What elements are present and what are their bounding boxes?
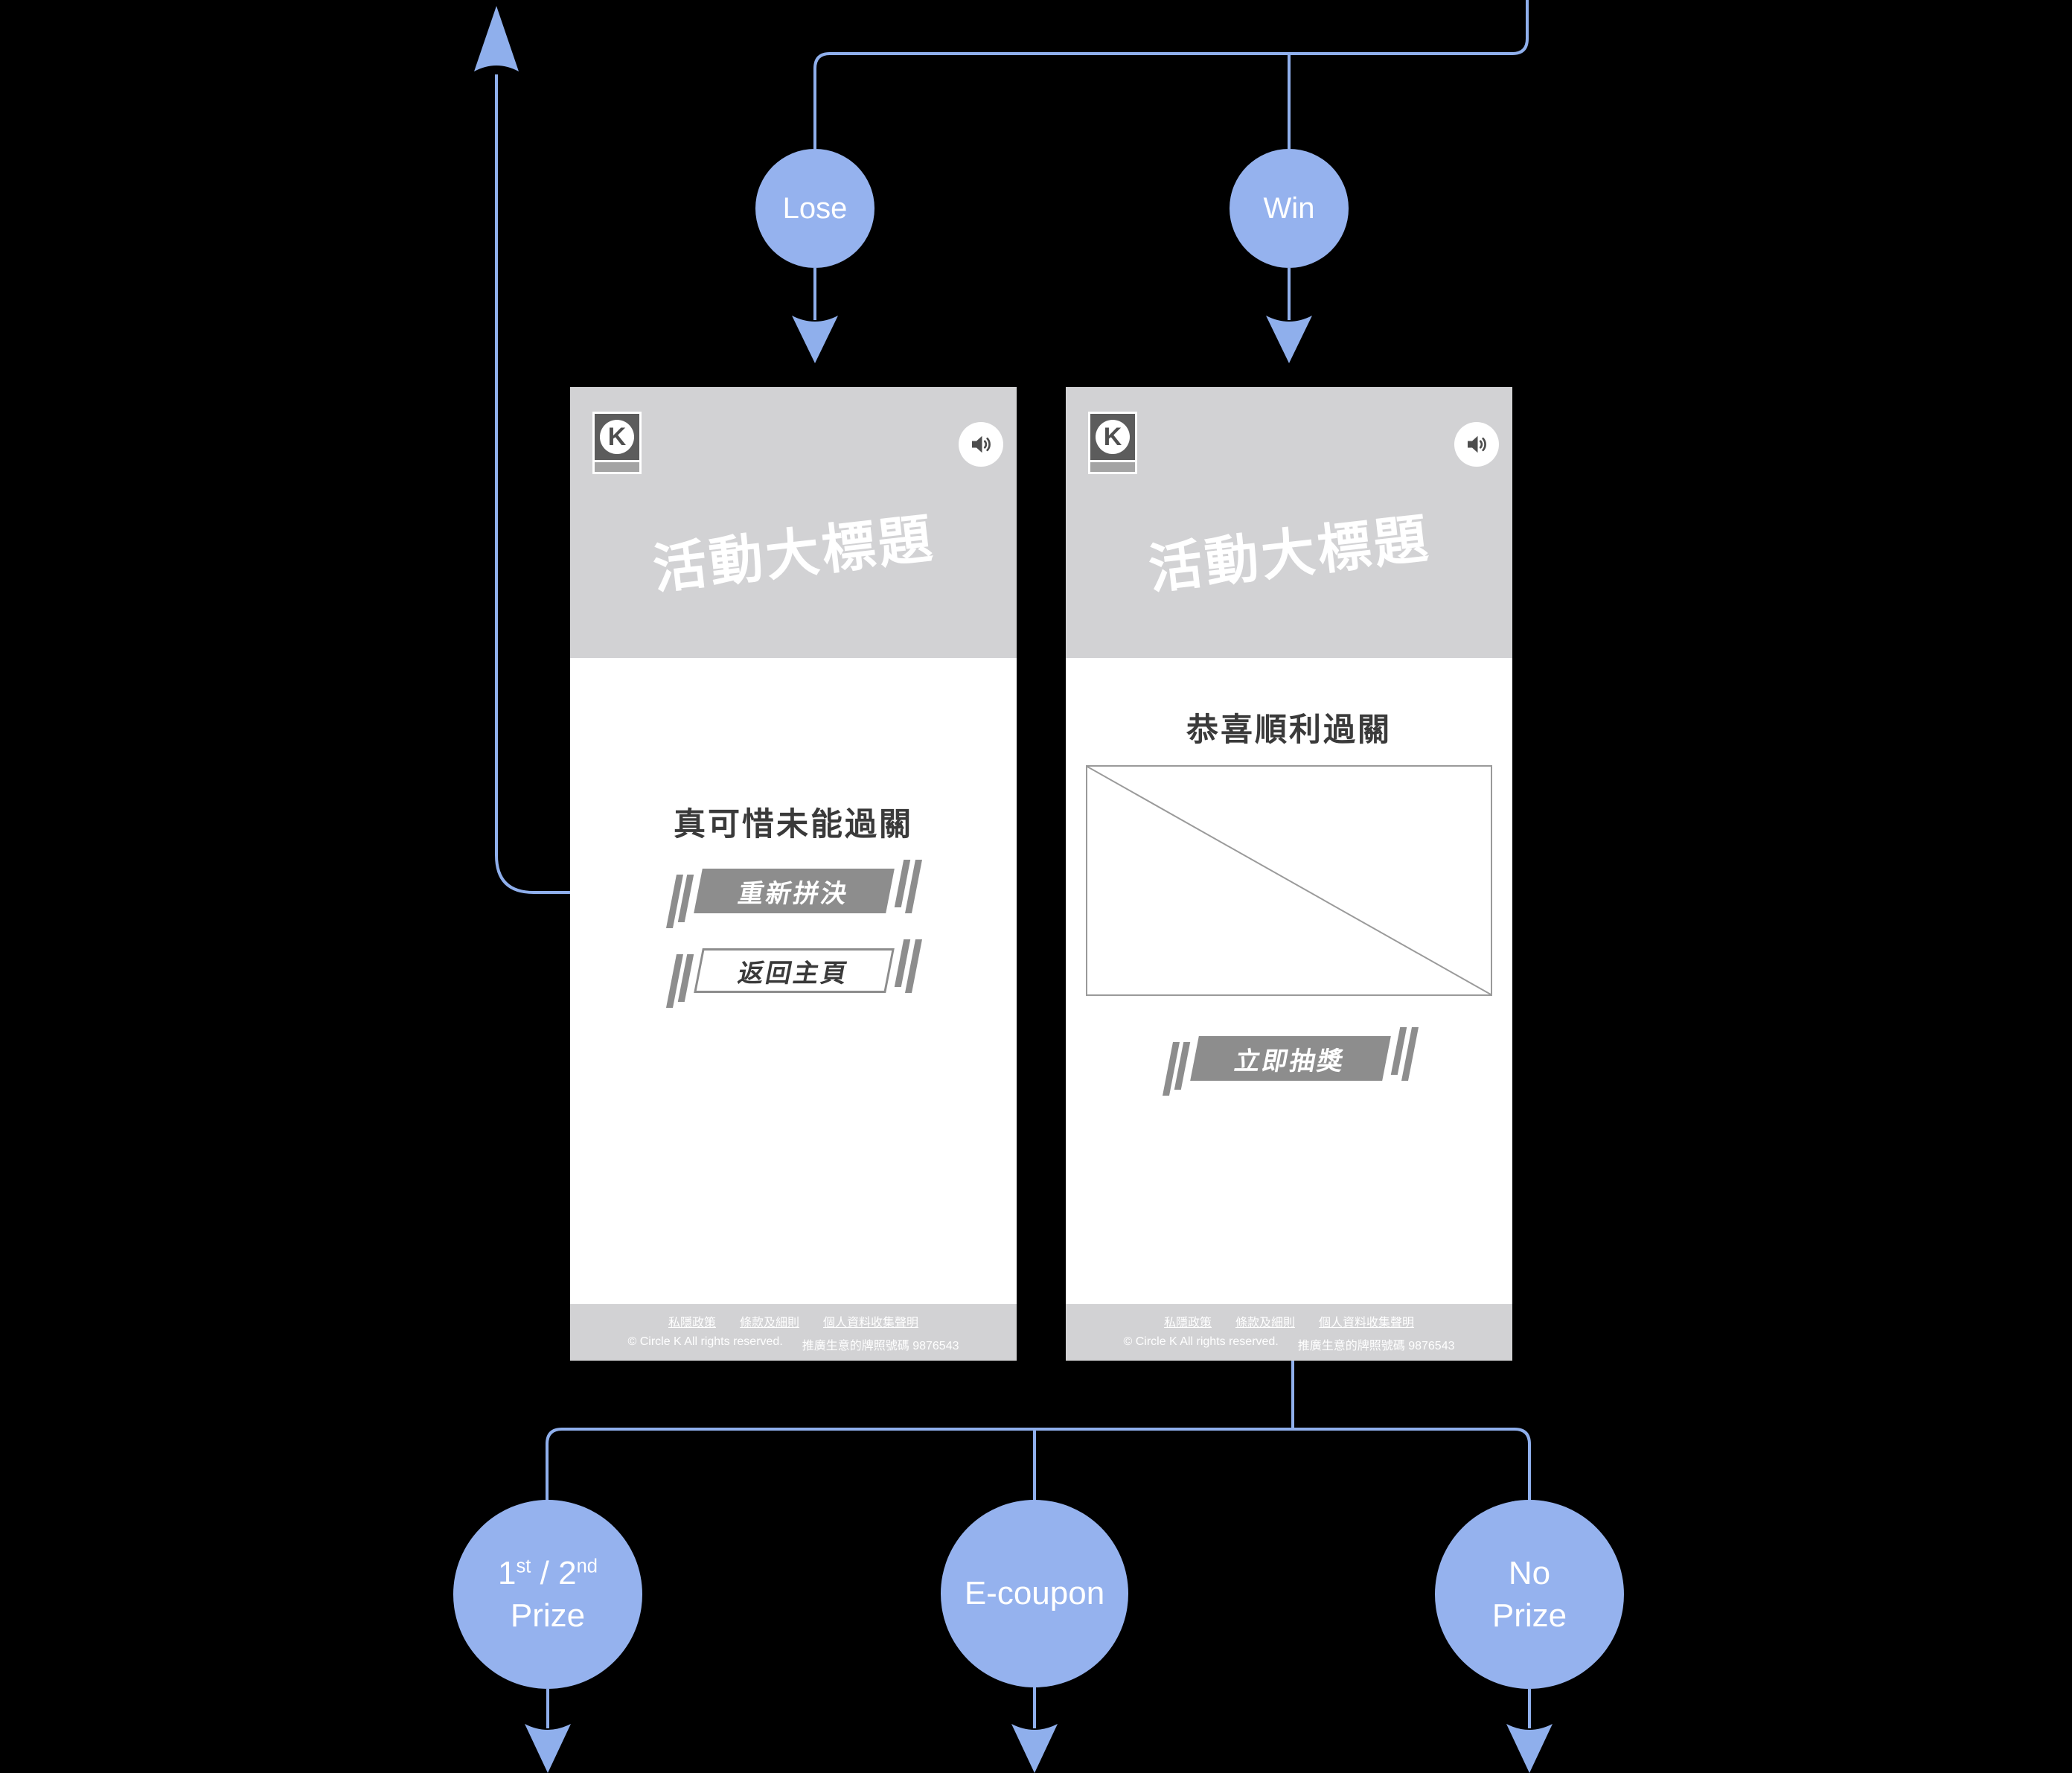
flow-line-retry-loop [495,74,679,894]
speaker-wave-icon [1468,435,1486,453]
win-result-text: 恭喜順利過關 [1186,712,1392,748]
logo-letter: K [1103,422,1122,451]
flow-node-no-prize: No Prize [1435,1500,1624,1689]
flow-node-lose: Lose [755,149,874,268]
arrowhead-down-ecoupon [1011,1724,1058,1773]
sound-toggle-button[interactable] [959,422,1003,467]
campaign-title: 活動大標題 [650,508,939,601]
flow-node-lose-label: Lose [782,192,848,225]
retry-button[interactable]: 重新拼決 [666,860,922,928]
phone-lose-header: K 活動大標題 [570,387,1017,658]
pics-link[interactable]: 個人資料收集聲明 [823,1317,919,1329]
arrowhead-down-noprize [1506,1724,1553,1773]
arrowhead-down-win [1266,316,1312,363]
privacy-policy-link[interactable]: 私隱政策 [1163,1317,1212,1329]
phone-win-footer: 私隱政策 條款及細則 個人資料收集聲明 © Circle K All right… [1066,1304,1512,1361]
sound-toggle-button[interactable] [1454,422,1499,467]
speaker-wave-icon [972,435,991,453]
home-button-label: 返回主頁 [735,959,852,988]
privacy-policy-link[interactable]: 私隱政策 [668,1317,716,1329]
phone-screen-win: K 活動大標題 恭喜順利過關 立即抽獎 [1066,387,1512,1361]
arrowhead-down-lose [792,316,838,363]
flow-node-first-second-prize: 1st / 2nd Prize [453,1500,642,1689]
phone-screen-lose: K 活動大標題 真可惜未能過關 重新拼決 [570,387,1017,1361]
arrowhead-up-retry [474,6,519,71]
copyright-text: © Circle K All rights reserved. [627,1335,783,1348]
draw-now-button-label: 立即抽獎 [1232,1047,1349,1076]
draw-now-button[interactable]: 立即抽獎 [1163,1027,1419,1096]
flow-line-to-prize12 [546,1428,563,1501]
logo-bar [595,462,639,472]
campaign-title: 活動大標題 [1145,508,1434,601]
arrowhead-down-prize12 [525,1724,571,1773]
flow-node-ecoupon-label: E-coupon [964,1575,1105,1612]
phone-win-header: K 活動大標題 [1066,387,1512,658]
logo-bar [1090,462,1135,472]
lose-result-text: 真可惜未能過關 [674,807,913,843]
phone-lose-footer: 私隱政策 條款及細則 個人資料收集聲明 © Circle K All right… [570,1304,1017,1361]
flow-line-top-feed [813,0,1529,149]
circle-k-logo: K [1088,412,1137,474]
pics-link[interactable]: 個人資料收集聲明 [1319,1317,1415,1329]
flow-node-ecoupon: E-coupon [941,1500,1128,1687]
flow-line-to-noprize [1514,1428,1531,1501]
flow-node-no-prize-label: No Prize [1491,1554,1567,1634]
prize-image-placeholder [1086,765,1492,996]
retry-button-label: 重新拼決 [735,879,852,908]
copyright-text: © Circle K All rights reserved. [1123,1335,1279,1348]
flow-node-win-label: Win [1263,192,1315,225]
terms-link[interactable]: 條款及細則 [739,1317,799,1329]
home-button[interactable]: 返回主頁 [666,939,922,1008]
circle-k-logo: K [592,412,642,474]
placeholder-diagonal [1087,767,1491,994]
license-text: 推廣生意的牌照號碼 9876543 [802,1340,959,1352]
flow-node-first-second-prize-label: 1st / 2nd Prize [498,1554,598,1634]
terms-link[interactable]: 條款及細則 [1235,1317,1295,1329]
license-text: 推廣生意的牌照號碼 9876543 [1297,1340,1455,1352]
logo-letter: K [607,422,627,451]
flow-node-win: Win [1230,149,1349,268]
